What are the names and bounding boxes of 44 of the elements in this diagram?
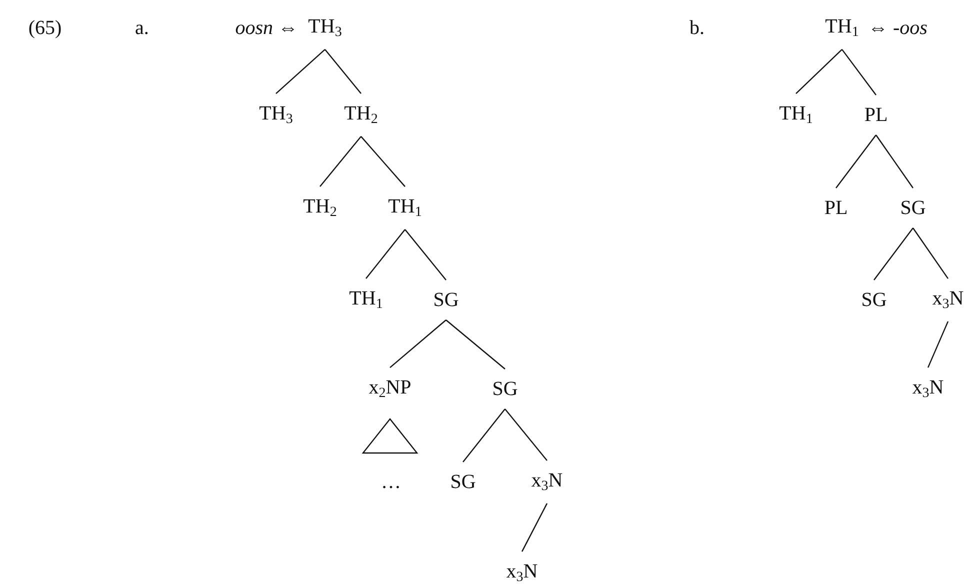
tree-node-label: x$_{3}$N [912,376,944,402]
tree-node-label: SG [433,289,459,311]
tree-node-label: TH$_{3}$ [259,102,293,128]
example-letter: b. [690,17,704,39]
tree-branch [446,320,506,370]
tree-branch [842,49,876,96]
tree-branch [796,49,842,94]
tree-node-label: TH$_{1}$ [388,196,422,220]
tree-branch [836,134,876,188]
tree-branch [874,228,914,280]
tree-node-label: TH$_{2}$ [344,102,378,128]
spell-out-rule: oosn ⇔ [235,17,298,39]
tree-branch [521,503,548,552]
tree-branch [360,136,406,187]
tree-node-label: SG [492,378,518,400]
tree-node-label: x$_{3}$N [531,470,563,494]
ellipsis: … [381,471,401,493]
tree-branch [324,49,362,94]
tree-branch [366,229,406,279]
tree-node-label: x$_{2}$NP [368,376,412,402]
tree-branch [912,228,948,279]
example-number: (65) [28,17,62,39]
tree-node-label: TH$_{2}$ [303,196,337,220]
tree-node-label: PL [824,197,848,219]
tree-node-label: SG [861,289,887,311]
tree-node-label: x$_{3}$N [506,560,538,586]
tree-branch [276,49,326,94]
tree-branch [462,408,506,462]
tree-node-label: SG [900,197,926,219]
tree-node-label: x$_{3}$N [932,288,964,312]
tree-node-label: TH$_{1}$ [779,102,813,128]
tree-branch [404,229,446,280]
tree-node-label: PL [864,104,888,126]
tree-node-label: SG [450,471,476,493]
tree-node-label: TH$_{3}$ [308,16,342,40]
tree-branch [390,320,446,368]
tree-branch [504,408,548,461]
tree-branch [927,321,949,368]
tree-branch [876,134,914,188]
tree-node-label: TH$_{1}$ [349,288,383,312]
example-letter: a. [135,17,149,39]
tree-node-label: TH$_{1}$ [825,16,859,40]
tree-branch [320,136,362,187]
spell-out-rule: ⇔ -oos [868,17,928,39]
